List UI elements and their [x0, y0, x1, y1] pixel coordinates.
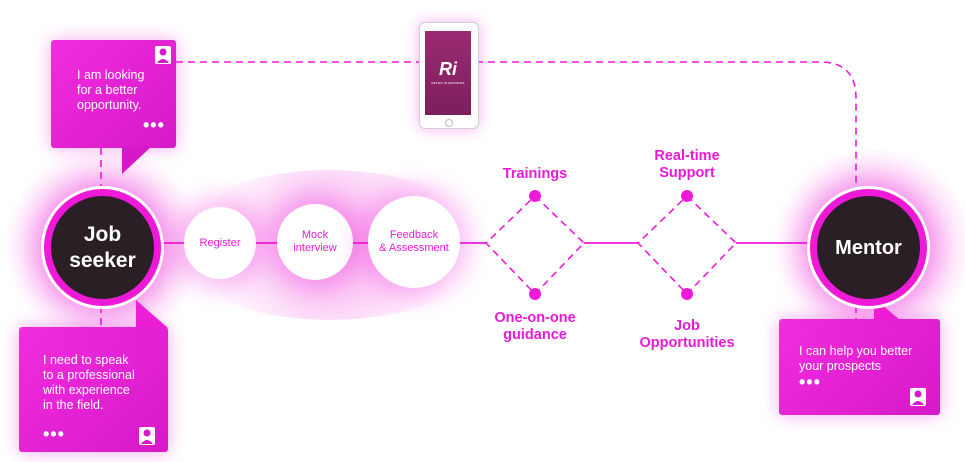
label-job-opportunities: Job Opportunities — [639, 318, 735, 351]
step-register-label: Register — [199, 236, 241, 249]
diamond-left — [484, 194, 586, 296]
app-logo: Ri — [439, 59, 457, 79]
app-tagline: RETRO INTERVIEWS — [431, 81, 465, 85]
user-icon — [910, 388, 926, 406]
user-icon — [139, 427, 155, 445]
node-trainings — [529, 190, 541, 202]
ellipsis-icon: ••• — [799, 372, 821, 392]
home-button-icon — [445, 119, 453, 127]
bubble-text: I need to speak to a professional with e… — [43, 353, 135, 412]
top-route-line — [176, 61, 857, 185]
speech-bubble-top-left: I am looking for a better opportunity. •… — [51, 40, 176, 148]
step-feedback-assessment: Feedback & Assessment — [368, 196, 460, 288]
mentor-label: Mentor — [835, 236, 902, 259]
job-seeker-label: Job seeker — [69, 222, 136, 272]
speech-bubble-bottom-left: I need to speak to a professional with e… — [19, 327, 168, 452]
tablet-screen: Ri RETRO INTERVIEWS — [425, 31, 471, 115]
speech-bubble-right: I can help you better your prospects ••• — [779, 319, 940, 415]
step-mock-interview: Mock interview — [277, 204, 353, 280]
label-one-on-one-guidance: One-on-one guidance — [494, 310, 576, 343]
bubble-tail-bottom-left — [136, 300, 168, 328]
bubble-tail-top-left — [122, 146, 152, 174]
label-trainings: Trainings — [502, 166, 568, 182]
bubble-text: I am looking for a better opportunity. — [77, 68, 145, 112]
node-guidance — [529, 288, 541, 300]
step-register: Register — [184, 207, 256, 279]
ellipsis-icon: ••• — [43, 424, 65, 444]
ellipsis-icon: ••• — [143, 115, 165, 135]
job-seeker-hub: Job seeker — [44, 189, 161, 306]
step-mock-label: Mock interview — [293, 229, 337, 254]
user-icon — [155, 46, 171, 64]
node-jobs — [681, 288, 693, 300]
diamond-right — [636, 194, 738, 296]
node-realtime — [681, 190, 693, 202]
bubble-text: I can help you better your prospects — [799, 344, 913, 373]
tablet-device: Ri RETRO INTERVIEWS — [419, 22, 479, 129]
mentor-hub: Mentor — [810, 189, 927, 306]
step-feedback-label: Feedback & Assessment — [379, 229, 449, 254]
label-real-time-support: Real-time Support — [654, 148, 720, 181]
